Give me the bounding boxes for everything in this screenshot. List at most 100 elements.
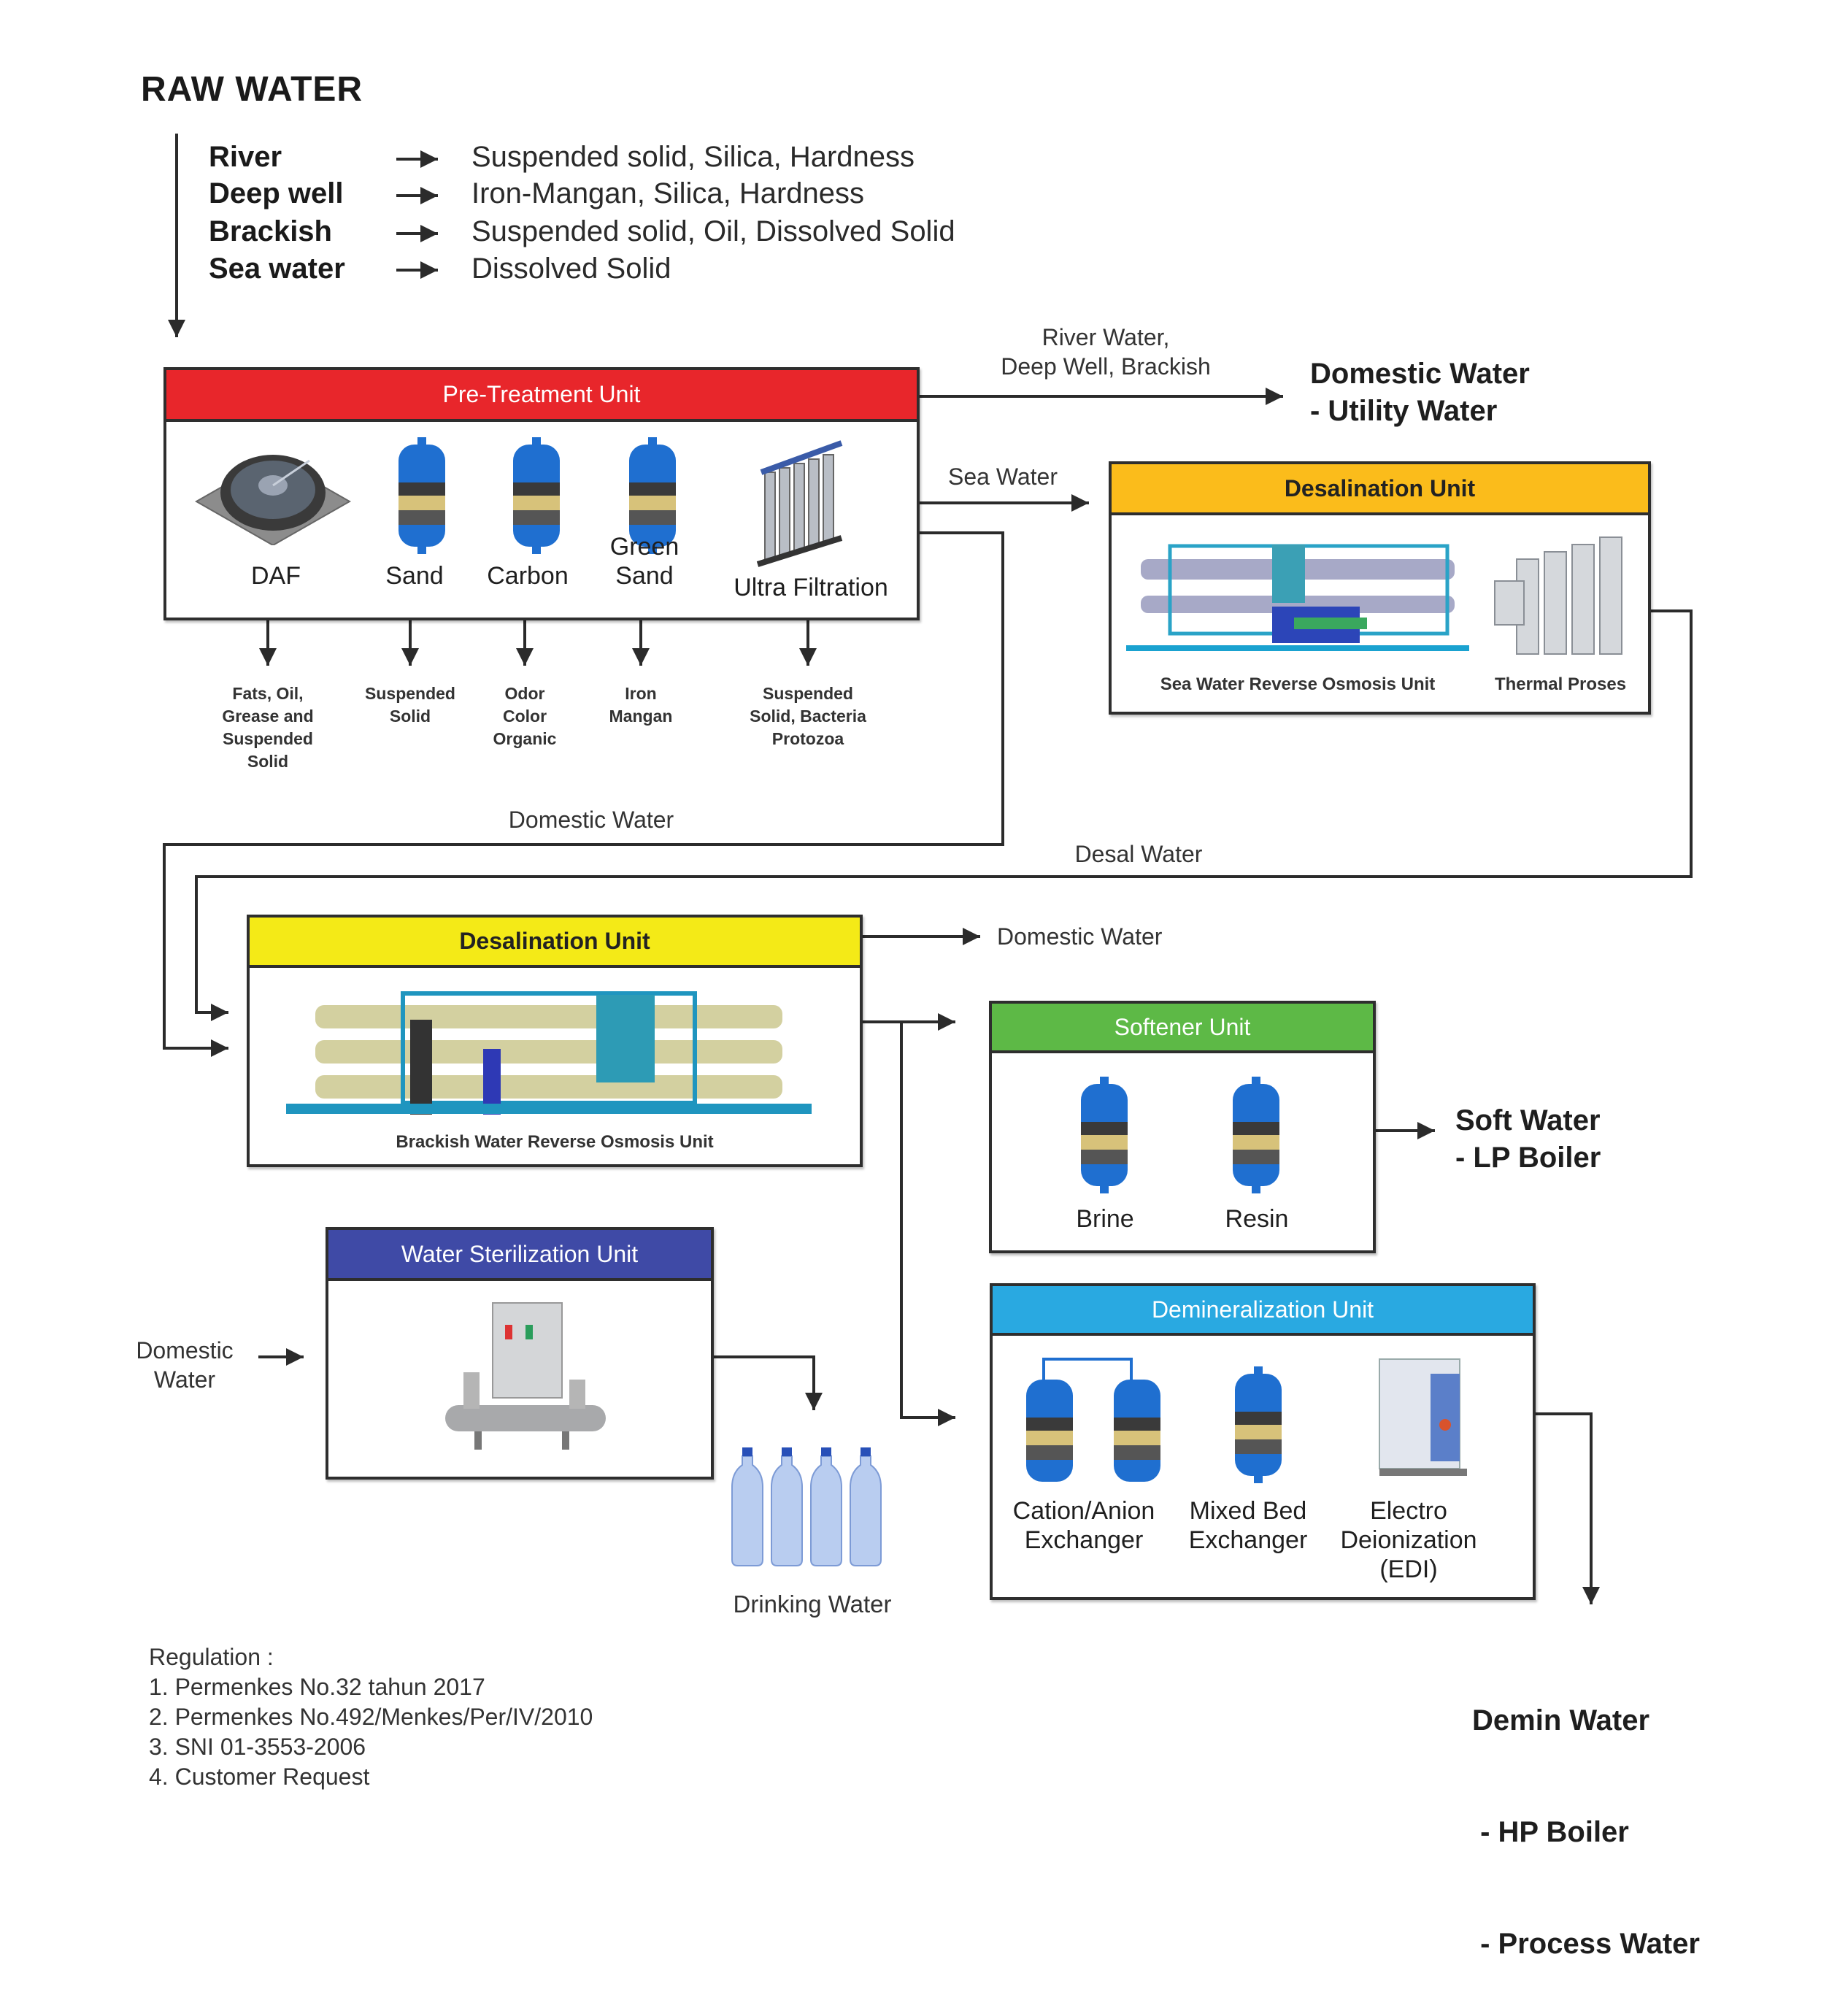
label-line: Mixed Bed xyxy=(1189,1497,1307,1525)
carbon-removes-line: Color xyxy=(502,707,547,726)
desalination-unit-brackish: Desalination Unit Brackish Water Reverse… xyxy=(247,915,863,1167)
flow-label-line: River Water, xyxy=(1042,324,1170,350)
water-bottles-icon xyxy=(731,1447,882,1566)
demin-header: Demineralization Unit xyxy=(993,1286,1533,1336)
soft-water-output: Soft Water - LP Boiler xyxy=(1455,1102,1601,1177)
edi-label: Electro Deionization (EDI) xyxy=(1328,1496,1489,1584)
sand-tank-icon xyxy=(399,437,445,554)
carbon-label: Carbon xyxy=(487,562,569,590)
daf-removes-line: Fats, Oil, xyxy=(232,684,304,703)
daf-removes-line: Suspended xyxy=(223,729,313,748)
mixed-bed-label: Mixed Bed Exchanger xyxy=(1179,1496,1317,1555)
source-river: River xyxy=(209,141,282,173)
bwro-unit-icon xyxy=(286,991,812,1115)
source-deep-well-contaminants: Iron-Mangan, Silica, Hardness xyxy=(471,177,865,209)
desal-water-loop xyxy=(195,609,1693,1021)
drinking-water-label: Drinking Water xyxy=(733,1591,892,1618)
water-sterilization-unit: Water Sterilization Unit xyxy=(326,1227,714,1480)
ultra-filtration-label: Ultra Filtration xyxy=(734,574,888,601)
uf-removes-line: Suspended xyxy=(763,684,853,703)
sand-label: Sand xyxy=(385,562,444,590)
green-sand-removes-line: Iron xyxy=(625,684,657,703)
domestic-water-loop xyxy=(163,531,1004,1057)
flow-label-line: Water xyxy=(153,1366,216,1393)
label-line: (EDI) xyxy=(1379,1555,1438,1583)
output-line: Soft Water xyxy=(1455,1104,1601,1136)
uv-sterilizer-icon xyxy=(445,1302,606,1450)
label-line: Electro xyxy=(1370,1497,1447,1525)
daf-icon xyxy=(194,455,352,545)
uf-removes-line: Protozoa xyxy=(771,729,844,748)
regulation-block: Regulation : 1. Permenkes No.32 tahun 20… xyxy=(149,1642,593,1792)
regulation-heading: Regulation : xyxy=(149,1644,274,1670)
carbon-removes: Odor Color Organic xyxy=(459,682,590,750)
daf-removes-line: Solid xyxy=(247,752,289,771)
carbon-tank-icon xyxy=(513,437,560,554)
output-line: Demin Water xyxy=(1472,1704,1650,1736)
demin-title: Demineralization Unit xyxy=(1151,1296,1374,1323)
to-demin-arrow xyxy=(900,1022,955,1426)
pretreatment-header: Pre-Treatment Unit xyxy=(166,370,917,422)
demineralization-unit: Demineralization Unit Cation/Anion Excha… xyxy=(990,1283,1536,1600)
regulation-item: 3. SNI 01-3553-2006 xyxy=(149,1734,366,1760)
source-brackish: Brackish xyxy=(209,215,332,247)
output-line: Domestic Water xyxy=(1310,358,1530,390)
resin-label: Resin xyxy=(1225,1205,1289,1233)
desal-sea-title: Desalination Unit xyxy=(1284,474,1476,501)
sand-removes-line: Suspended xyxy=(365,684,455,703)
uf-removes: Suspended Solid, Bacteria Protozoa xyxy=(728,682,888,750)
brine-tank-icon xyxy=(1081,1077,1128,1193)
cation-anion-label: Cation/Anion Exchanger xyxy=(1007,1496,1160,1555)
label-line: Deionization xyxy=(1340,1526,1477,1554)
label-line: Exchanger xyxy=(1024,1526,1144,1554)
source-deep-well: Deep well xyxy=(209,177,344,209)
green-sand-tank-icon xyxy=(629,437,676,554)
thermal-process-icon xyxy=(1494,536,1622,655)
desal-sea-header: Desalination Unit xyxy=(1112,464,1648,515)
thermal-label: Thermal Proses xyxy=(1494,674,1627,694)
bwro-label: Brackish Water Reverse Osmosis Unit xyxy=(396,1132,714,1152)
flow-label-line: Domestic xyxy=(136,1337,234,1364)
label-line: Exchanger xyxy=(1188,1526,1308,1554)
softener-title: Softener Unit xyxy=(1114,1013,1251,1040)
regulation-item: 1. Permenkes No.32 tahun 2017 xyxy=(149,1674,485,1700)
flow-label-line: Deep Well, Brackish xyxy=(1001,353,1211,380)
output-line: - Utility Water xyxy=(1310,395,1498,427)
swro-unit-icon xyxy=(1126,544,1469,651)
output-line: - LP Boiler xyxy=(1455,1142,1601,1174)
regulation-item: 2. Permenkes No.492/Menkes/Per/IV/2010 xyxy=(149,1704,593,1730)
drinking-water-arrow xyxy=(714,1355,823,1410)
carbon-removes-line: Organic xyxy=(493,729,557,748)
softener-unit: Softener Unit Brine Resin xyxy=(989,1001,1376,1253)
river-deep-brackish-label: River Water, Deep Well, Brackish xyxy=(949,323,1263,381)
carbon-removes-line: Odor xyxy=(504,684,545,703)
green-sand-label: Green Sand xyxy=(597,532,692,591)
domestic-water-right-label: Domestic Water xyxy=(997,923,1163,950)
mixed-bed-tank-icon xyxy=(1235,1366,1282,1483)
desal-brackish-title: Desalination Unit xyxy=(459,928,650,954)
cation-anion-tanks-icon xyxy=(1026,1358,1160,1482)
pretreatment-title: Pre-Treatment Unit xyxy=(442,381,641,407)
domestic-water-in-label: Domestic Water xyxy=(119,1336,250,1394)
uf-removes-line: Solid, Bacteria xyxy=(750,707,866,726)
ultra-filtration-icon xyxy=(756,440,843,567)
sea-water-label: Sea Water xyxy=(948,464,1058,490)
sand-removes-line: Solid xyxy=(389,707,431,726)
swro-label: Sea Water Reverse Osmosis Unit xyxy=(1160,674,1436,694)
desal-water-label: Desal Water xyxy=(1074,841,1203,867)
desalination-unit-sea: Desalination Unit Sea Water Reverse Osmo… xyxy=(1109,461,1651,715)
softener-header: Softener Unit xyxy=(992,1004,1373,1053)
source-sea-water: Sea water xyxy=(209,253,345,285)
green-sand-text: Green Sand xyxy=(609,533,679,590)
domestic-water-mid-label: Domestic Water xyxy=(508,807,674,833)
regulation-item: 4. Customer Request xyxy=(149,1764,370,1790)
demin-water-output: Demin Water - HP Boiler - Process Water xyxy=(1472,1628,1700,2000)
demin-water-arrow xyxy=(1536,1412,1600,1604)
sterilization-title: Water Sterilization Unit xyxy=(401,1240,639,1267)
label-line: Cation/Anion xyxy=(1012,1497,1155,1525)
desal-brackish-header: Desalination Unit xyxy=(250,918,860,968)
green-sand-removes-line: Mangan xyxy=(609,707,673,726)
daf-removes-line: Grease and xyxy=(222,707,314,726)
source-brackish-contaminants: Suspended solid, Oil, Dissolved Solid xyxy=(471,215,955,247)
edi-unit-icon xyxy=(1379,1358,1467,1476)
